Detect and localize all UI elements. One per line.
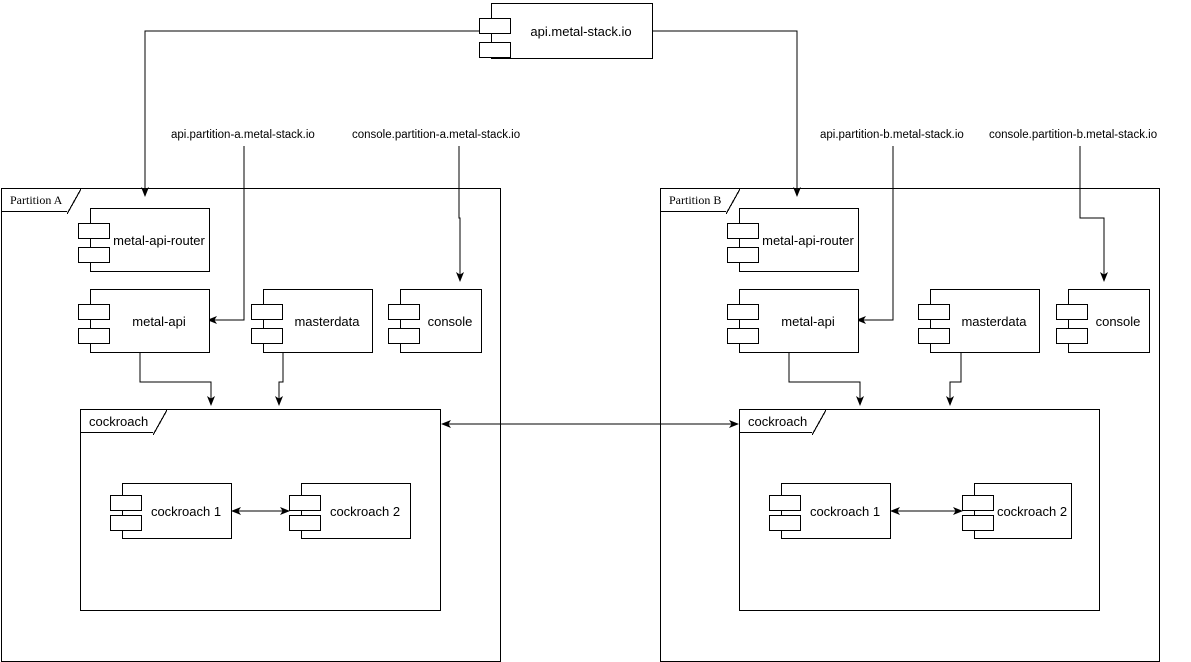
component-body: metal-api-router — [90, 208, 210, 272]
uml-component-tab-icon — [110, 495, 142, 511]
component-body: metal-api — [739, 289, 859, 353]
component-label: api.metal-stack.io — [530, 23, 632, 39]
component-label: metal-api — [781, 313, 835, 329]
component-body: api.metal-stack.io — [491, 3, 653, 59]
component-label: cockroach 2 — [329, 503, 401, 519]
uml-component-tab-icon — [1056, 304, 1088, 320]
uml-component-tab-icon — [110, 515, 142, 531]
uml-component-tab-icon — [727, 328, 759, 344]
component-metal-api-router-a[interactable]: metal-api-router — [78, 208, 210, 272]
component-label: metal-api — [132, 313, 186, 329]
edge-label-console-partition-a: console.partition-a.metal-stack.io — [352, 129, 521, 141]
uml-component-tab-icon — [289, 515, 321, 531]
cockroach-group-a-label: cockroach — [80, 409, 168, 435]
component-label: console — [1095, 313, 1141, 329]
component-body: cockroach 1 — [122, 483, 232, 539]
component-label: masterdata — [294, 313, 360, 329]
component-body: metal-api-router — [739, 208, 859, 272]
wire-root-to-router-b — [653, 30, 801, 197]
uml-component-tab-icon — [727, 247, 759, 263]
component-label: cockroach 1 — [150, 503, 222, 519]
edge-label-api-partition-a: api.partition-a.metal-stack.io — [171, 129, 315, 141]
component-body: cockroach 1 — [781, 483, 891, 539]
uml-component-tab-icon — [388, 304, 420, 320]
uml-component-tab-icon — [289, 495, 321, 511]
component-cockroach-b-1[interactable]: cockroach 1 — [769, 483, 891, 539]
component-console-b[interactable]: console — [1056, 289, 1150, 353]
uml-component-tab-icon — [479, 42, 511, 58]
component-label: cockroach 1 — [809, 503, 881, 519]
component-masterdata-b[interactable]: masterdata — [918, 289, 1040, 353]
partition-b-frame: Partition B — [660, 188, 1160, 662]
uml-component-tab-icon — [769, 515, 801, 531]
uml-component-tab-icon — [78, 328, 110, 344]
partition-a-label: Partition A — [1, 188, 82, 214]
component-label: cockroach 2 — [996, 503, 1068, 519]
uml-component-tab-icon — [1056, 328, 1088, 344]
component-metal-api-a[interactable]: metal-api — [78, 289, 210, 353]
component-cockroach-a-2[interactable]: cockroach 2 — [289, 483, 411, 539]
component-label: metal-api-router — [762, 232, 854, 248]
uml-component-tab-icon — [479, 18, 511, 34]
edge-label-api-partition-b: api.partition-b.metal-stack.io — [820, 129, 964, 141]
component-body: metal-api — [90, 289, 210, 353]
uml-component-tab-icon — [918, 328, 950, 344]
uml-component-tab-icon — [769, 495, 801, 511]
partition-b-label: Partition B — [660, 188, 741, 214]
component-label: console — [427, 313, 473, 329]
uml-component-tab-icon — [251, 304, 283, 320]
uml-component-tab-icon — [251, 328, 283, 344]
cockroach-group-a-frame: cockroach — [80, 409, 441, 611]
component-api-metal-stack-io[interactable]: api.metal-stack.io — [479, 3, 653, 59]
uml-component-tab-icon — [78, 247, 110, 263]
edge-label-console-partition-b: console.partition-b.metal-stack.io — [989, 129, 1158, 141]
component-label: masterdata — [961, 313, 1027, 329]
component-cockroach-b-2[interactable]: cockroach 2 — [962, 483, 1072, 539]
component-metal-api-b[interactable]: metal-api — [727, 289, 859, 353]
cockroach-group-b-frame: cockroach — [739, 409, 1100, 611]
uml-component-tab-icon — [727, 223, 759, 239]
uml-component-tab-icon — [962, 515, 994, 531]
wire-root-to-router-a — [141, 30, 479, 197]
cockroach-group-b-label: cockroach — [739, 409, 827, 435]
uml-component-tab-icon — [727, 304, 759, 320]
uml-component-tab-icon — [918, 304, 950, 320]
uml-component-tab-icon — [78, 223, 110, 239]
uml-component-tab-icon — [962, 495, 994, 511]
uml-component-tab-icon — [78, 304, 110, 320]
component-masterdata-a[interactable]: masterdata — [251, 289, 373, 353]
component-console-a[interactable]: console — [388, 289, 482, 353]
uml-component-tab-icon — [388, 328, 420, 344]
component-metal-api-router-b[interactable]: metal-api-router — [727, 208, 859, 272]
component-cockroach-a-1[interactable]: cockroach 1 — [110, 483, 232, 539]
component-label: metal-api-router — [113, 232, 205, 248]
